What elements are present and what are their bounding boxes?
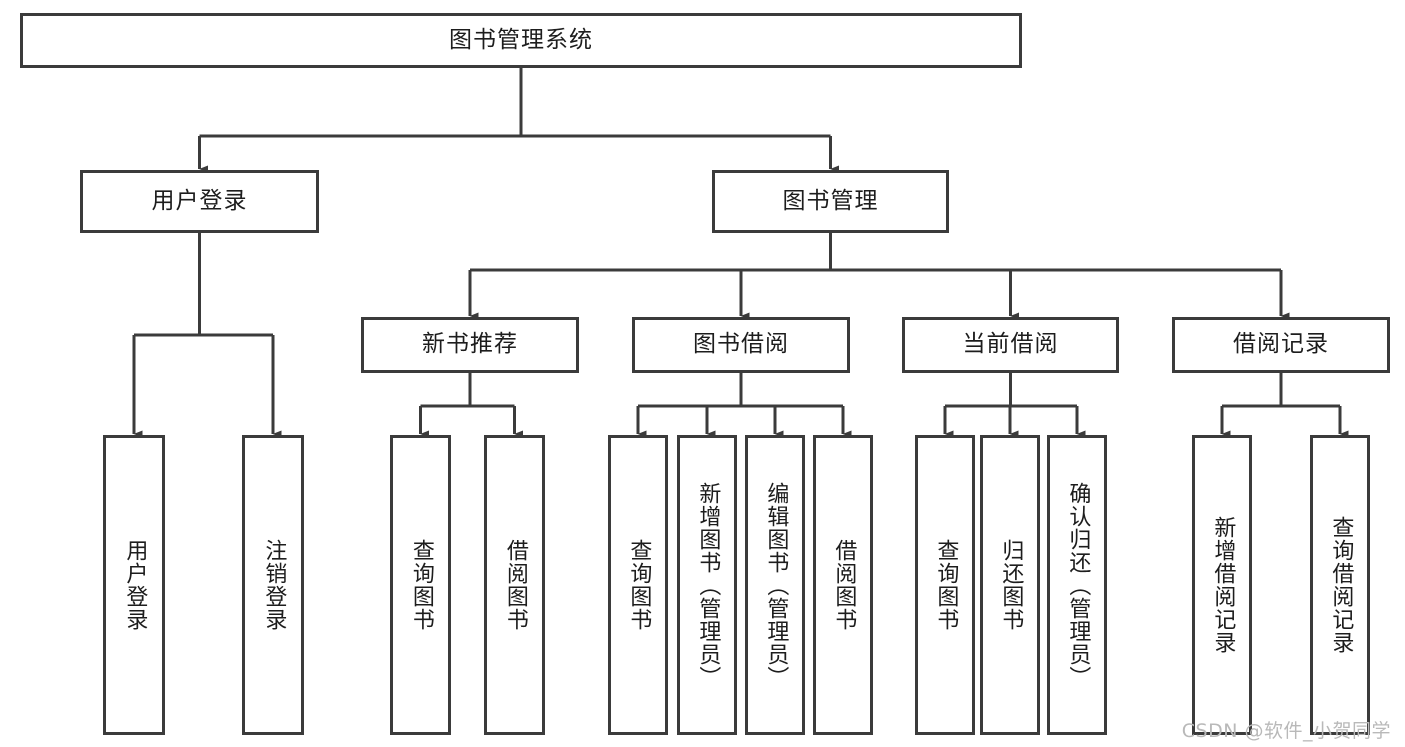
node-label: 用户登录 xyxy=(122,539,148,631)
node-leaf-confirm-return[interactable]: 确认归还（管理员） xyxy=(1047,435,1107,735)
node-leaf-borrow-book-2[interactable]: 借阅图书 xyxy=(813,435,873,735)
watermark: CSDN @软件_小贺同学 xyxy=(1181,720,1391,742)
node-leaf-query-book-1[interactable]: 查询图书 xyxy=(390,435,451,735)
node-borrow-record[interactable]: 借阅记录 xyxy=(1172,317,1390,373)
node-leaf-add-record[interactable]: 新增借阅记录 xyxy=(1192,435,1252,735)
node-label: 当前借阅 xyxy=(962,331,1059,358)
node-label: 新增图书（管理员） xyxy=(695,481,721,689)
node-new-book-rec[interactable]: 新书推荐 xyxy=(361,317,579,373)
node-leaf-query-book-3[interactable]: 查询图书 xyxy=(915,435,975,735)
node-label: 确认归还（管理员） xyxy=(1065,481,1091,689)
node-label: 查询借阅记录 xyxy=(1328,516,1354,654)
node-book-borrow[interactable]: 图书借阅 xyxy=(632,317,850,373)
node-label: 借阅记录 xyxy=(1233,331,1329,358)
node-current-borrow[interactable]: 当前借阅 xyxy=(902,317,1119,373)
node-label: 查询图书 xyxy=(626,539,652,631)
node-label: 图书管理 xyxy=(782,187,879,214)
node-label: 图书管理系统 xyxy=(449,26,593,53)
node-book-manage[interactable]: 图书管理 xyxy=(712,170,949,233)
node-leaf-logout[interactable]: 注销登录 xyxy=(242,435,304,735)
node-label: 查询图书 xyxy=(933,539,959,631)
node-label: 图书借阅 xyxy=(693,331,789,358)
node-label: 查询图书 xyxy=(408,539,434,631)
node-user-login[interactable]: 用户登录 xyxy=(80,170,319,233)
node-label: 借阅图书 xyxy=(502,539,528,631)
node-leaf-borrow-book-1[interactable]: 借阅图书 xyxy=(484,435,545,735)
node-label: 用户登录 xyxy=(151,187,248,214)
node-leaf-edit-book[interactable]: 编辑图书（管理员） xyxy=(745,435,805,735)
node-label: 新增借阅记录 xyxy=(1210,516,1236,654)
node-leaf-add-book[interactable]: 新增图书（管理员） xyxy=(677,435,737,735)
node-label: 借阅图书 xyxy=(831,539,857,631)
node-leaf-return-book[interactable]: 归还图书 xyxy=(980,435,1040,735)
node-leaf-query-record[interactable]: 查询借阅记录 xyxy=(1310,435,1370,735)
node-root[interactable]: 图书管理系统 xyxy=(20,13,1022,68)
node-label: 归还图书 xyxy=(998,539,1024,631)
node-label: 新书推荐 xyxy=(422,331,518,358)
node-leaf-user-login[interactable]: 用户登录 xyxy=(103,435,165,735)
node-label: 注销登录 xyxy=(261,539,287,631)
node-label: 编辑图书（管理员） xyxy=(763,481,789,689)
node-leaf-query-book-2[interactable]: 查询图书 xyxy=(608,435,668,735)
